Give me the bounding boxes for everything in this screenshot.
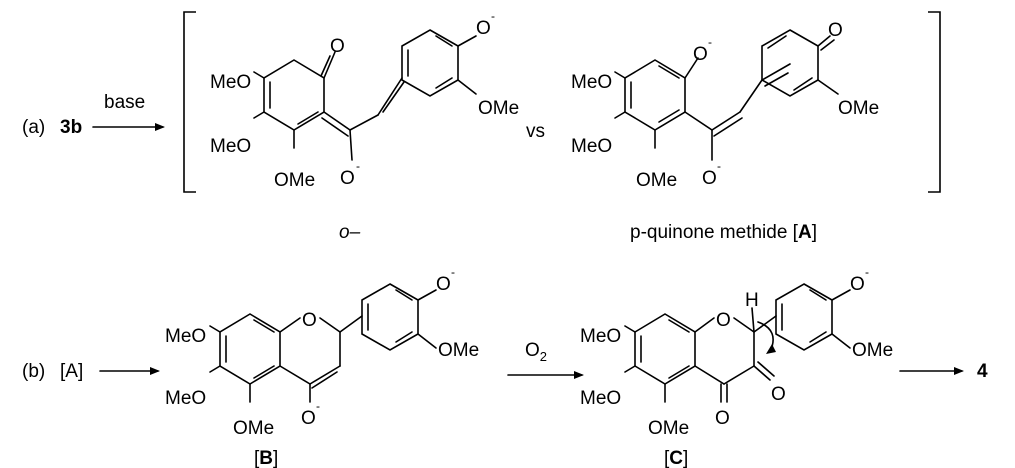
atom-ome: OMe xyxy=(838,98,879,119)
atom-meo: MeO xyxy=(210,72,251,93)
atom-ome: OMe xyxy=(636,170,677,191)
atom-meo: MeO xyxy=(165,326,206,347)
o-quinone-methide-structure xyxy=(253,29,477,161)
reagent-base: base xyxy=(104,92,145,113)
atom-meo: MeO xyxy=(571,136,612,157)
atom-ome: OMe xyxy=(648,418,689,439)
charge-minus: - xyxy=(708,35,712,49)
atom-o: O xyxy=(828,20,843,41)
atom-o-minus: O xyxy=(693,44,708,65)
atom-o-minus: O xyxy=(301,408,316,429)
atom-o-ring: O xyxy=(716,310,731,331)
left-bracket xyxy=(183,11,196,193)
right-bracket xyxy=(928,11,941,193)
arrowhead-b1 xyxy=(150,367,160,375)
label-a: (a) xyxy=(22,117,45,138)
atom-o: O xyxy=(330,36,345,57)
compound-3b: 3b xyxy=(60,117,82,138)
p-quinone-methide-structure xyxy=(614,29,839,161)
label-b-bracket: [B] xyxy=(254,448,278,468)
intermediate-a: [A] xyxy=(60,361,83,382)
charge-minus: - xyxy=(865,265,869,279)
atom-o-minus: O xyxy=(850,274,865,295)
label-c-bracket: [C] xyxy=(664,448,688,468)
reagent-o2: O2 xyxy=(525,340,547,364)
atom-meo: MeO xyxy=(210,136,251,157)
atom-o-minus: O xyxy=(476,18,491,39)
atom-ome: OMe xyxy=(478,98,519,119)
caption-p-quinone: p-quinone methide [A] xyxy=(630,222,817,243)
atom-ome: OMe xyxy=(274,170,315,191)
atom-o-ring: O xyxy=(302,310,317,331)
atom-o-minus: O xyxy=(702,168,717,189)
atom-meo: MeO xyxy=(580,326,621,347)
atom-meo: MeO xyxy=(571,72,612,93)
atom-h: H xyxy=(745,290,759,311)
atom-o-carbonyl: O xyxy=(771,384,786,405)
atom-meo: MeO xyxy=(580,388,621,409)
atom-ome: OMe xyxy=(852,340,893,361)
charge-minus: - xyxy=(491,9,495,23)
atom-o-carbonyl: O xyxy=(715,408,730,429)
versus-label: vs xyxy=(526,121,545,142)
atom-o-minus: O xyxy=(340,168,355,189)
charge-minus: - xyxy=(451,265,455,279)
arrowhead-b3 xyxy=(954,367,964,375)
structure-c xyxy=(624,283,851,403)
atom-o-minus: O xyxy=(436,274,451,295)
caption-o-quinone: o– xyxy=(339,222,361,243)
charge-minus: - xyxy=(717,159,721,173)
charge-minus: - xyxy=(316,399,320,413)
atom-ome: OMe xyxy=(233,418,274,439)
charge-minus: - xyxy=(356,159,360,173)
arrowhead-b2 xyxy=(574,371,584,379)
atom-ome: OMe xyxy=(438,340,479,361)
label-b: (b) xyxy=(22,361,45,382)
atom-meo: MeO xyxy=(165,388,206,409)
arrowhead-a xyxy=(155,123,165,131)
structure-b xyxy=(209,283,437,403)
product-4: 4 xyxy=(977,361,988,382)
